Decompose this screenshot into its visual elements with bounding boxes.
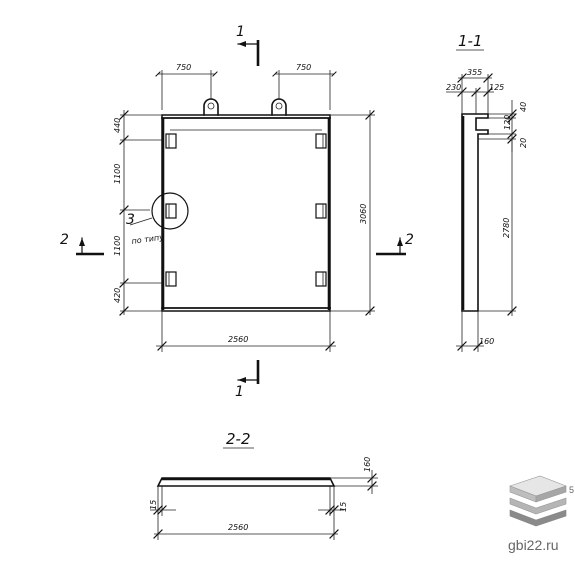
s11-dim-ledge-b: 120 xyxy=(503,115,512,130)
dim-upper: 1100 xyxy=(113,164,122,184)
watermark-edge-char: 5 xyxy=(569,485,574,495)
s11-ledge-ticks xyxy=(507,109,517,144)
hook-right-eye xyxy=(275,102,283,110)
s11-dim-ledge-c: 20 xyxy=(519,138,528,148)
logo-stack-icon xyxy=(509,475,567,527)
callout-circle xyxy=(151,192,189,230)
s22-width-ticks xyxy=(153,529,339,539)
dim-right-ticks xyxy=(365,110,375,316)
cut2-right-label: 2 xyxy=(405,232,414,248)
dim-hook-right: 750 xyxy=(296,63,311,72)
embed-right-top xyxy=(315,133,327,149)
cut1-top-label: 1 xyxy=(236,24,245,40)
cut1-bottom-label: 1 xyxy=(235,384,244,400)
cut1-bottom-arrowhead xyxy=(238,377,246,383)
s22-dim-right-chamfer: 15 xyxy=(339,502,348,512)
dim-hook-left: 750 xyxy=(176,63,191,72)
s11-dim-thickness: 160 xyxy=(479,337,494,346)
section-1-1-profile xyxy=(461,113,489,312)
dim-left-ticks xyxy=(119,110,129,316)
embed-left-mid xyxy=(165,203,177,219)
embed-left-bottom xyxy=(165,271,177,287)
watermark: 5 gbi22.ru xyxy=(508,475,574,553)
cut2-right-arrowhead xyxy=(397,238,403,246)
s11-height-tick xyxy=(507,306,517,316)
s22-chamfer-ticks xyxy=(153,505,339,515)
dim-width: 2560 xyxy=(228,335,248,344)
watermark-text: gbi22.ru xyxy=(508,537,559,553)
section-1-1-title: 1-1 xyxy=(458,32,483,50)
s22-thk-ticks xyxy=(367,473,377,491)
dim-bottom: 420 xyxy=(113,288,122,303)
dim-height: 3060 xyxy=(359,204,368,224)
section-1-1: 1-1 355 230 125 40 120 20 2780 xyxy=(446,32,528,352)
panel-outline xyxy=(161,114,331,312)
dim-bottom-ticks xyxy=(157,341,335,351)
cut2-left-label: 2 xyxy=(60,232,69,248)
hook-left-eye xyxy=(207,102,215,110)
front-view: 3 по типу 750 750 440 1100 1100 420 3060 xyxy=(113,63,375,352)
embed-left-top xyxy=(165,133,177,149)
s11-top-ticks xyxy=(457,73,493,97)
s11-bottom-ticks xyxy=(457,341,483,351)
s11-dim-right-part: 125 xyxy=(489,83,504,92)
hook-right xyxy=(271,98,287,116)
s11-dim-ledge-a: 40 xyxy=(519,102,528,112)
callout-text: по типу xyxy=(131,233,165,246)
hook-left xyxy=(203,98,219,116)
embed-right-bottom xyxy=(315,271,327,287)
embed-right-mid xyxy=(315,203,327,219)
cut2-left-arrowhead xyxy=(79,238,85,246)
callout-leader xyxy=(129,217,153,226)
section-marks: 1 1 2 2 xyxy=(60,24,414,400)
section-2-2-title: 2-2 xyxy=(226,430,251,448)
s11-dim-top-overall: 355 xyxy=(467,68,482,77)
callout-number: 3 xyxy=(126,212,135,228)
section-2-2: 2-2 160 15 15 2560 xyxy=(149,430,378,540)
cut1-top-arrowhead xyxy=(238,41,246,47)
s11-dim-height: 2780 xyxy=(502,218,511,238)
s22-dim-left-chamfer: 15 xyxy=(149,500,158,510)
dim-middle: 1100 xyxy=(113,236,122,256)
s22-dim-width: 2560 xyxy=(228,523,248,532)
s22-dim-thickness: 160 xyxy=(363,457,372,472)
s11-dim-left-part: 230 xyxy=(446,83,461,92)
dim-top: 440 xyxy=(113,118,122,133)
